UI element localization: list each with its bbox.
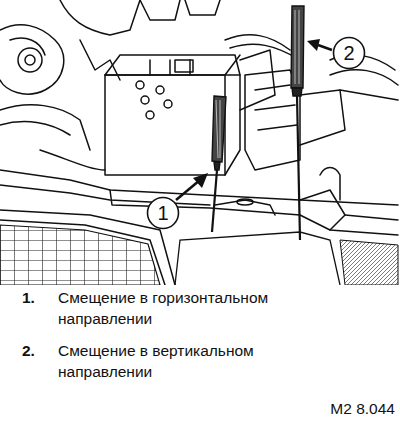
list-number: 2. <box>22 340 52 361</box>
callout-circle: 1 <box>146 196 180 230</box>
list-text: Смещение в горизонтальном направлении <box>58 287 280 329</box>
callout-number: 2 <box>332 36 366 70</box>
callout-number: 1 <box>146 196 180 230</box>
figure-code: M2 8.044 <box>290 398 395 419</box>
list-text: Смещение в вертикальном направлении <box>58 340 280 382</box>
list-number: 1. <box>22 287 52 308</box>
callout-circle: 2 <box>332 36 366 70</box>
